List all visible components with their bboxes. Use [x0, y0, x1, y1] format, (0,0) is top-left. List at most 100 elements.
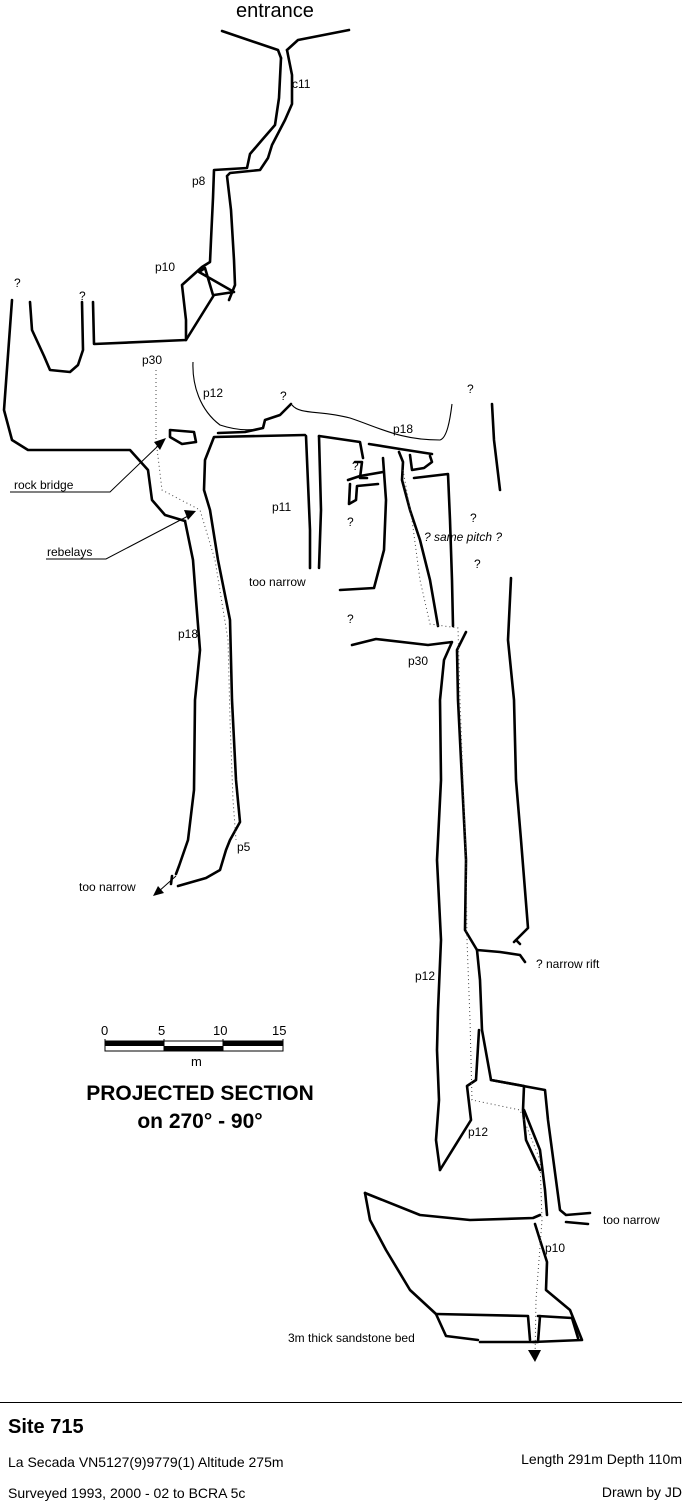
lower-p12-left-wall — [438, 1028, 481, 1172]
entrance-surface-left — [220, 29, 283, 60]
scale-tick-5: 5 — [158, 1023, 165, 1038]
label-too-narrow-2: too narrow — [79, 880, 136, 894]
label-p5: p5 — [237, 840, 251, 854]
lower-chamber-roof — [363, 1191, 542, 1222]
p30-shaft-right-upper — [412, 472, 455, 628]
p30-shaft-mid-wall — [408, 453, 434, 472]
passage-roof-mid — [367, 442, 434, 456]
label-question-7: ? — [470, 511, 477, 525]
site-location: La Secada VN5127(9)9779(1) Altitude 275m — [8, 1454, 284, 1470]
too-narrow-stub-lower — [564, 1220, 590, 1226]
lower-p12-right-wall — [489, 1078, 592, 1217]
side-passage-c — [347, 482, 380, 506]
section-title: PROJECTED SECTION on 270° - 90° — [86, 1082, 314, 1133]
sandstone-bed-top — [434, 1312, 532, 1342]
cave-stats: Length 291m Depth 110m — [521, 1451, 682, 1467]
cave-survey-drawing: entrance c11 p8 p10 p30 p12 p18 p11 p18 … — [2, 0, 660, 1362]
label-rebelays: rebelays — [47, 545, 92, 559]
label-question-3: ? — [280, 389, 287, 403]
drawn-by: Drawn by JD — [601, 1484, 682, 1500]
label-p30-upper: p30 — [142, 353, 162, 367]
label-question-5: ? — [352, 459, 359, 473]
label-p30-right: p30 — [408, 654, 428, 668]
label-sandstone-bed: 3m thick sandstone bed — [288, 1331, 415, 1345]
entrance-shaft-right-wall — [225, 48, 294, 302]
far-right-wall-upper — [490, 402, 502, 492]
survey-legs — [155, 370, 543, 1361]
label-question-9: ? — [347, 612, 354, 626]
upper-passage-floor-outline — [192, 361, 263, 431]
survey-leg-right — [402, 469, 543, 1361]
label-question-4: ? — [467, 382, 474, 396]
rebelays-leader — [46, 514, 191, 560]
label-p10-upper: p10 — [155, 260, 175, 274]
label-p10-lower: p10 — [545, 1241, 565, 1255]
side-passage-a — [353, 460, 369, 480]
lower-chamber-right — [531, 1222, 584, 1344]
label-c11: c11 — [292, 77, 311, 91]
narrow-rift-wall-a — [475, 948, 527, 964]
rebelays-arrowhead — [184, 510, 196, 520]
scale-tick-10: 10 — [213, 1023, 227, 1038]
p18-shaft-right-wall — [176, 433, 307, 888]
label-p12-upper: p12 — [203, 386, 223, 400]
entrance-shaft-left-wall — [91, 56, 283, 346]
rock-bridge-shape — [168, 428, 198, 446]
label-same-pitch: ? same pitch ? — [424, 530, 502, 544]
sandstone-bed-mid — [536, 1314, 580, 1340]
scale-bar: 0 5 10 15 m — [101, 1023, 286, 1069]
left-chamber-wall — [2, 298, 187, 523]
thin-outlines — [192, 361, 453, 441]
scale-unit: m — [191, 1054, 202, 1069]
label-p8: p8 — [192, 174, 206, 188]
entrance-surface-right — [285, 28, 351, 52]
rock-bridge-arrowhead — [154, 438, 166, 450]
label-narrow-rift: ? narrow rift — [536, 957, 600, 971]
main-shaft-left-wall — [350, 637, 454, 1172]
label-too-narrow-1: too narrow — [249, 575, 306, 589]
site-title: Site 715 — [8, 1416, 84, 1438]
too-narrow-leader — [157, 875, 177, 893]
cave-walls — [2, 28, 592, 1344]
label-p11: p11 — [272, 500, 291, 514]
main-shaft-right-wall — [455, 630, 542, 1172]
p18-shaft-left-wall — [174, 519, 202, 876]
left-chamber-inner — [28, 300, 85, 374]
scale-segment-2 — [164, 1046, 223, 1051]
scale-segment-1 — [105, 1041, 164, 1046]
footer-divider — [0, 1402, 682, 1403]
upper-passage-ceiling — [216, 402, 293, 435]
p18-passage-outline — [291, 403, 453, 441]
leader-lines — [10, 438, 541, 1362]
far-right-wall-middle — [506, 576, 530, 944]
label-rock-bridge: rock bridge — [14, 478, 74, 492]
label-p18-left: p18 — [178, 627, 198, 641]
lower-p12-inner-right — [522, 1108, 549, 1217]
bottom-arrowhead — [528, 1350, 541, 1362]
label-question-2: ? — [79, 289, 86, 303]
lower-chamber-left — [363, 1191, 480, 1342]
label-p12-a: p12 — [415, 969, 435, 983]
rock-bridge-leader — [10, 443, 161, 493]
label-question-8: ? — [474, 557, 481, 571]
side-passage-b — [346, 470, 385, 482]
scale-tick-0: 0 — [101, 1023, 108, 1038]
label-question-1: ? — [14, 276, 21, 290]
narrow-rift-wall-b — [514, 938, 522, 946]
label-question-6: ? — [347, 515, 354, 529]
label-too-narrow-3: too narrow — [603, 1213, 660, 1227]
scale-tick-15: 15 — [272, 1023, 286, 1038]
sandstone-bed-base — [478, 1314, 542, 1344]
p11-shaft-right — [317, 434, 323, 570]
zigzag-climb — [184, 266, 236, 342]
section-title-line1: PROJECTED SECTION — [86, 1082, 314, 1105]
p11-roof — [317, 434, 365, 460]
label-entrance: entrance — [236, 0, 314, 22]
survey-info: Surveyed 1993, 2000 - 02 to BCRA 5c — [8, 1485, 246, 1501]
scale-segment-3 — [223, 1041, 283, 1046]
too-narrow-arrowhead — [153, 886, 164, 896]
labels: entrance c11 p8 p10 p30 p12 p18 p11 p18 … — [14, 0, 660, 1345]
label-p18-mid: p18 — [393, 422, 413, 436]
p11-shaft-left — [304, 434, 312, 570]
label-p12-b: p12 — [468, 1125, 488, 1139]
